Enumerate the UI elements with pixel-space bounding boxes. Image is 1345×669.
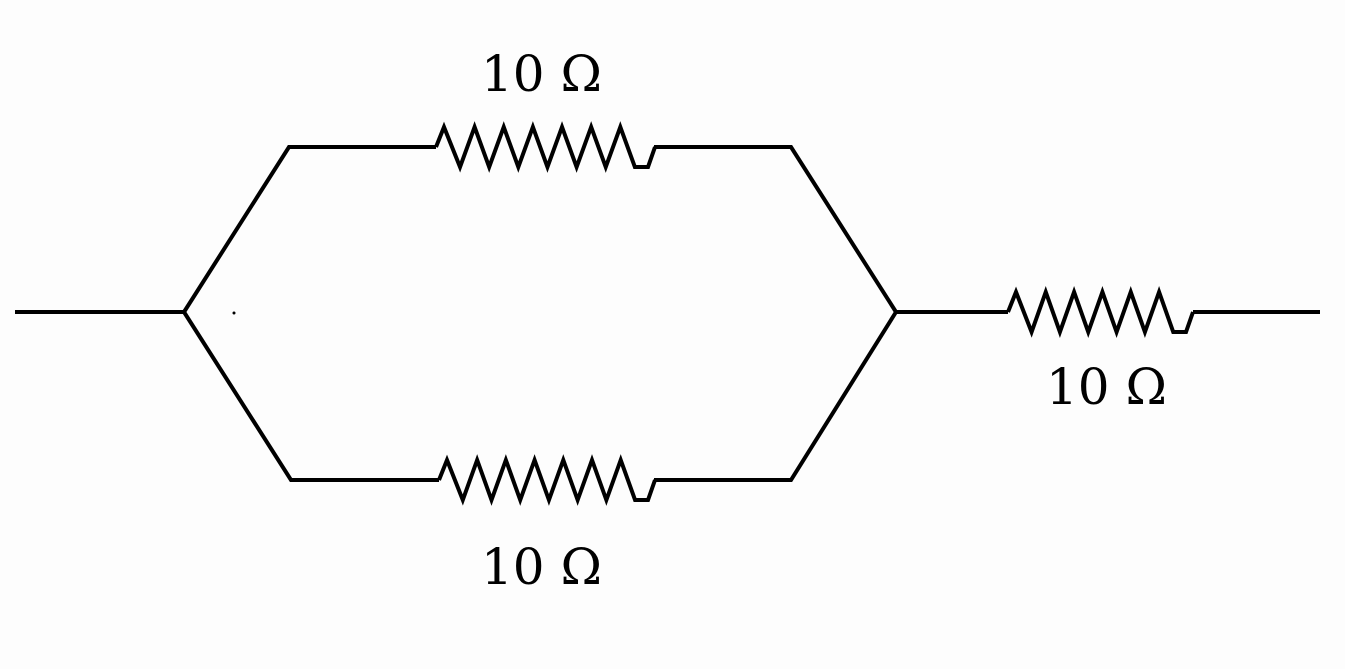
resistor-bottom — [437, 454, 657, 506]
resistor-bottom-label: 10 Ω — [481, 538, 602, 596]
bottom-branch-left-wire — [182, 310, 439, 482]
resistor-series — [1006, 286, 1195, 338]
resistor-top — [434, 121, 657, 173]
resistor-top-label: 10 Ω — [481, 45, 602, 103]
top-branch-left-wire — [182, 145, 436, 314]
resistor-series-label: 10 Ω — [1046, 358, 1167, 416]
bottom-branch-right-wire — [654, 310, 898, 482]
top-branch-right-wire — [654, 145, 898, 314]
junction-dot — [232, 311, 236, 315]
